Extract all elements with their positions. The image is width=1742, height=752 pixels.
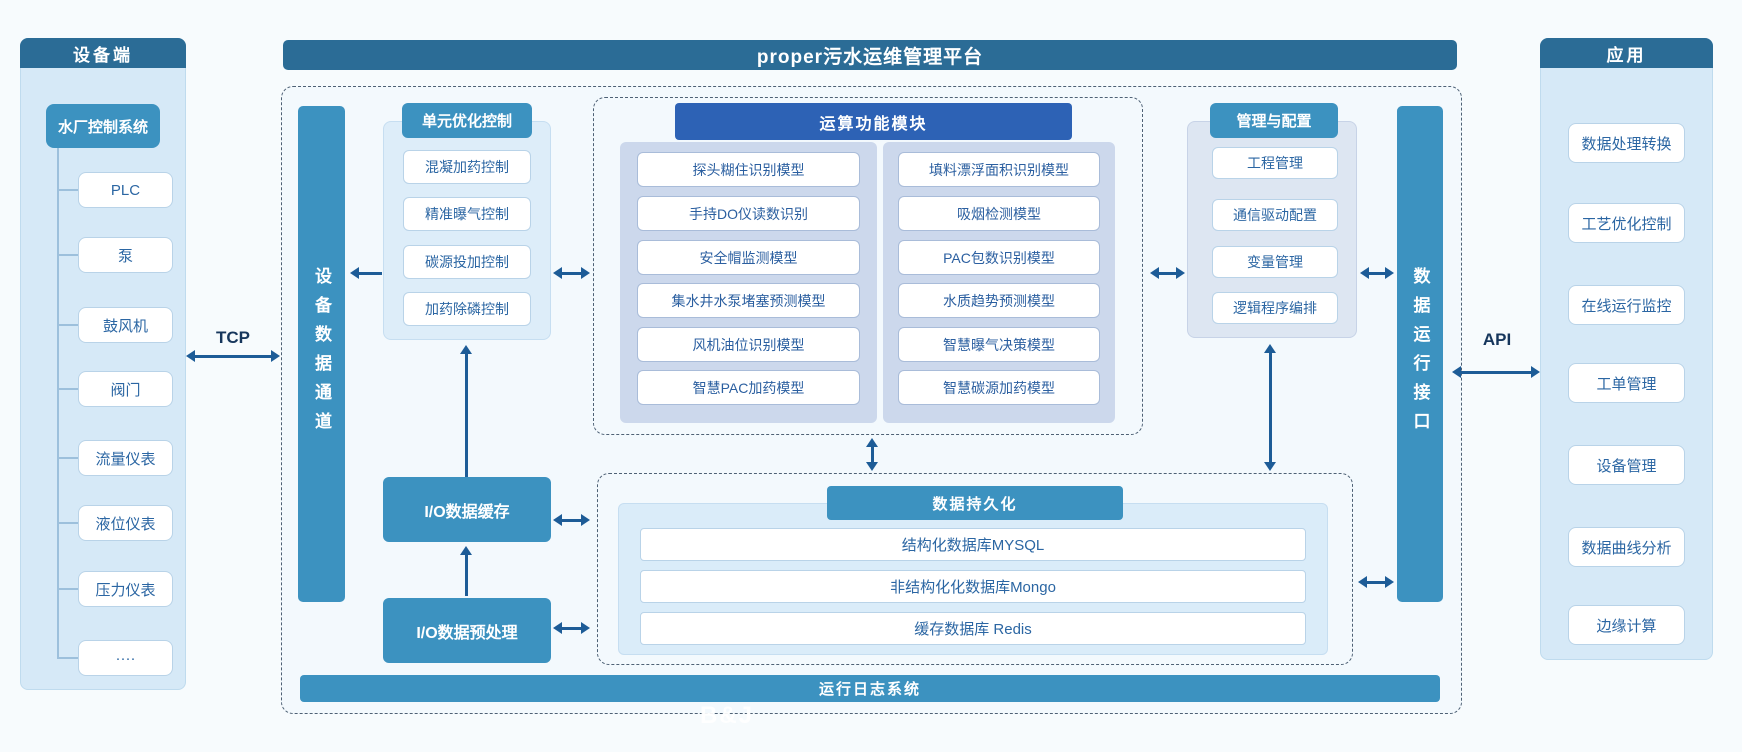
management-header: 管理与配置 <box>1210 103 1338 138</box>
api-arrow <box>1452 365 1540 379</box>
arrow-management-persistence <box>1263 344 1277 471</box>
tree-stub <box>58 522 78 524</box>
device-node-pressure-meter: 压力仪表 <box>78 571 173 607</box>
device-node-flow-meter: 流量仪表 <box>78 440 173 476</box>
app-node: 工艺优化控制 <box>1568 203 1685 243</box>
app-panel-header: 应用 <box>1540 38 1713 68</box>
compute-node: 手持DO仪读数识别 <box>637 196 860 231</box>
tree-stub <box>58 457 78 459</box>
device-panel-header: 设备端 <box>20 38 186 68</box>
device-node-valve: 阀门 <box>78 371 173 407</box>
app-node: 在线运行监控 <box>1568 285 1685 325</box>
io-cache-node: I/O数据缓存 <box>383 477 551 542</box>
arrow-iocache-persistence <box>553 513 590 527</box>
compute-node: 智慧碳源加药模型 <box>898 370 1100 405</box>
app-node: 数据处理转换 <box>1568 123 1685 163</box>
unit-control-header: 单元优化控制 <box>402 103 532 138</box>
management-node: 通信驱动配置 <box>1212 199 1338 231</box>
compute-node: 风机油位识别模型 <box>637 327 860 362</box>
arrow-compute-management <box>1150 266 1185 280</box>
compute-node: 吸烟检测模型 <box>898 196 1100 231</box>
compute-node: PAC包数识别模型 <box>898 240 1100 275</box>
data-run-interface-bar: 数据运行接口 <box>1397 106 1443 602</box>
tree-stub <box>58 254 78 256</box>
watermark: B&J <box>700 702 755 729</box>
tree-stub <box>58 588 78 590</box>
arrow-iopreprocess-to-iocache <box>459 546 473 596</box>
management-node: 逻辑程序编排 <box>1212 292 1338 324</box>
tree-stub <box>58 324 78 326</box>
device-data-channel-label: 设备数据通道 <box>312 267 331 441</box>
app-node: 设备管理 <box>1568 445 1685 485</box>
tree-stub <box>58 657 78 659</box>
unit-control-node: 混凝加药控制 <box>403 150 531 184</box>
tcp-arrow <box>186 349 280 363</box>
unit-control-node: 精准曝气控制 <box>403 197 531 231</box>
data-run-interface-label: 数据运行接口 <box>1410 267 1430 441</box>
persistence-node-redis: 缓存数据库 Redis <box>640 612 1306 645</box>
persistence-node-mongo: 非结构化化数据库Mongo <box>640 570 1306 603</box>
arrow-unit-compute <box>553 266 590 280</box>
run-log-system-bar: 运行日志系统 <box>300 675 1440 702</box>
persistence-section <box>597 473 1353 665</box>
arrow-iopreprocess-persistence <box>553 621 590 635</box>
device-node-pump: 泵 <box>78 237 173 273</box>
app-node: 数据曲线分析 <box>1568 527 1685 567</box>
compute-node: 水质趋势预测模型 <box>898 283 1100 318</box>
plant-control-system-node: 水厂控制系统 <box>46 104 160 148</box>
platform-header: proper污水运维管理平台 <box>283 40 1457 70</box>
api-label: API <box>1482 330 1512 349</box>
arrow-management-interface <box>1360 266 1394 280</box>
arrow-unit-to-channel <box>350 266 382 280</box>
app-node: 工单管理 <box>1568 363 1685 403</box>
persistence-header: 数据持久化 <box>827 486 1123 520</box>
compute-header: 运算功能模块 <box>675 103 1072 140</box>
tree-connector-line <box>57 148 59 659</box>
io-preprocess-node: I/O数据预处理 <box>383 598 551 663</box>
device-node-plc: PLC <box>78 172 173 208</box>
compute-node: 智慧PAC加药模型 <box>637 370 860 405</box>
compute-node: 智慧曝气决策模型 <box>898 327 1100 362</box>
compute-node: 集水井水泵堵塞预测模型 <box>637 283 860 318</box>
arrow-compute-persistence <box>865 438 879 471</box>
app-node: 边缘计算 <box>1568 605 1685 645</box>
compute-node: 填料漂浮面积识别模型 <box>898 152 1100 187</box>
arrow-persistence-interface <box>1358 575 1394 589</box>
persistence-node-mysql: 结构化数据库MYSQL <box>640 528 1306 561</box>
tree-stub <box>58 189 78 191</box>
tcp-label: TCP <box>216 328 250 347</box>
tree-stub <box>58 388 78 390</box>
device-data-channel-bar: 设备数据通道 <box>298 106 345 602</box>
device-node-more: ···· <box>78 640 173 676</box>
unit-control-node: 碳源投加控制 <box>403 245 531 279</box>
unit-control-node: 加药除磷控制 <box>403 292 531 326</box>
compute-section <box>593 97 1143 435</box>
arrow-iocache-to-unit <box>459 345 473 477</box>
management-node: 变量管理 <box>1212 246 1338 278</box>
device-node-level-meter: 液位仪表 <box>78 505 173 541</box>
compute-node: 探头糊住识别模型 <box>637 152 860 187</box>
compute-node: 安全帽监测模型 <box>637 240 860 275</box>
management-node: 工程管理 <box>1212 147 1338 179</box>
device-node-blower: 鼓风机 <box>78 307 173 343</box>
